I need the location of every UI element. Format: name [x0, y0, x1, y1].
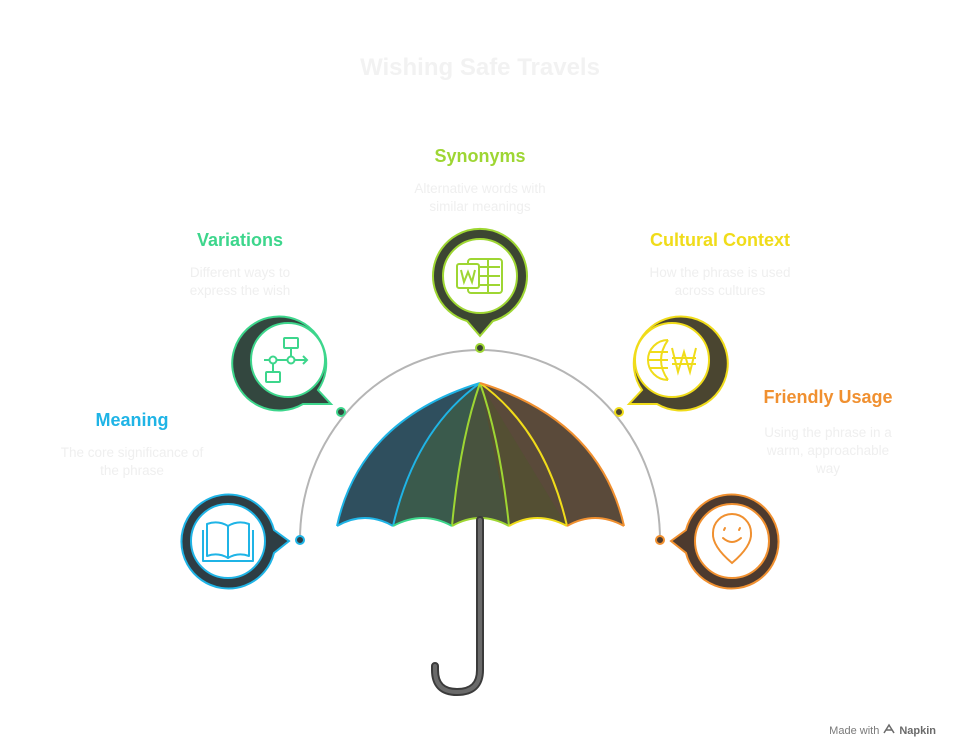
- canopy-rib: [479, 382, 510, 527]
- credit-brand: Napkin: [899, 724, 936, 737]
- umbrella-canopy: [336, 382, 625, 527]
- cultural-description-line: How the phrase is used: [649, 265, 791, 280]
- canopy-rib: [479, 382, 568, 527]
- friendly-marker: [655, 535, 665, 545]
- canopy-rib: [451, 382, 481, 527]
- meaning-marker: [295, 535, 305, 545]
- canopy-rib: [336, 382, 481, 527]
- flowchart-icon: [264, 337, 309, 383]
- canopy-panel-5: [480, 383, 624, 526]
- friendly-description-line: way: [815, 461, 840, 476]
- variations-description: Different ways to express the wish: [150, 264, 330, 300]
- meaning-node: [180, 493, 305, 590]
- canopy-rib: [479, 382, 625, 527]
- variations-node: [231, 315, 346, 417]
- friendly-description-line: warm, approachable: [766, 443, 890, 458]
- variations-marker: [336, 407, 346, 417]
- variations-label: Variations: [196, 230, 284, 250]
- cultural-label: Cultural Context: [649, 230, 790, 250]
- cultural-marker: [614, 407, 624, 417]
- umbrella-handle: [431, 516, 484, 697]
- canopy-rib: [392, 382, 481, 527]
- variations-description-line: express the wish: [189, 283, 291, 298]
- meaning-description-line: the phrase: [100, 463, 164, 478]
- synonyms-marker: [475, 343, 485, 353]
- made-with-credit[interactable]: Made with Napkin: [829, 723, 936, 738]
- cultural-node: [614, 315, 729, 417]
- smile-pin-icon: [711, 513, 753, 565]
- variations-description-line: Different ways to: [189, 265, 291, 280]
- word-document-icon: [456, 258, 503, 294]
- page-title: Wishing Safe Travels: [360, 54, 600, 81]
- globe-currency-icon: [647, 339, 697, 381]
- canopy-edge: [392, 517, 453, 527]
- synonyms-description-line: Alternative words with: [414, 181, 546, 196]
- meaning-description-line: The core significance of: [60, 445, 204, 460]
- friendly-description-line: Using the phrase in a: [764, 425, 892, 440]
- cultural-description: How the phrase is used across cultures: [620, 264, 820, 300]
- synonyms-description: Alternative words with similar meanings: [380, 180, 580, 216]
- canopy-edge: [566, 517, 625, 527]
- friendly-node: [655, 493, 780, 590]
- canopy-edge: [508, 517, 568, 527]
- umbrella-handle-highlight: [433, 518, 482, 695]
- napkin-logo-icon: [883, 723, 895, 738]
- canopy-panel-3: [452, 383, 509, 526]
- synonyms-label: Synonyms: [434, 146, 526, 166]
- synonyms-description-line: similar meanings: [429, 199, 531, 214]
- friendly-label: Friendly Usage: [763, 387, 893, 407]
- cultural-description-line: across cultures: [674, 283, 766, 298]
- meaning-description: The core significance of the phrase: [42, 444, 222, 480]
- open-book-icon: [202, 521, 254, 562]
- friendly-description: Using the phrase in a warm, approachable…: [738, 424, 918, 478]
- cultural-icon-bg: [634, 322, 710, 398]
- credit-prefix: Made with: [829, 724, 880, 737]
- meaning-label: Meaning: [95, 410, 169, 430]
- canopy-edge: [336, 517, 394, 527]
- synonyms-node: [432, 227, 528, 353]
